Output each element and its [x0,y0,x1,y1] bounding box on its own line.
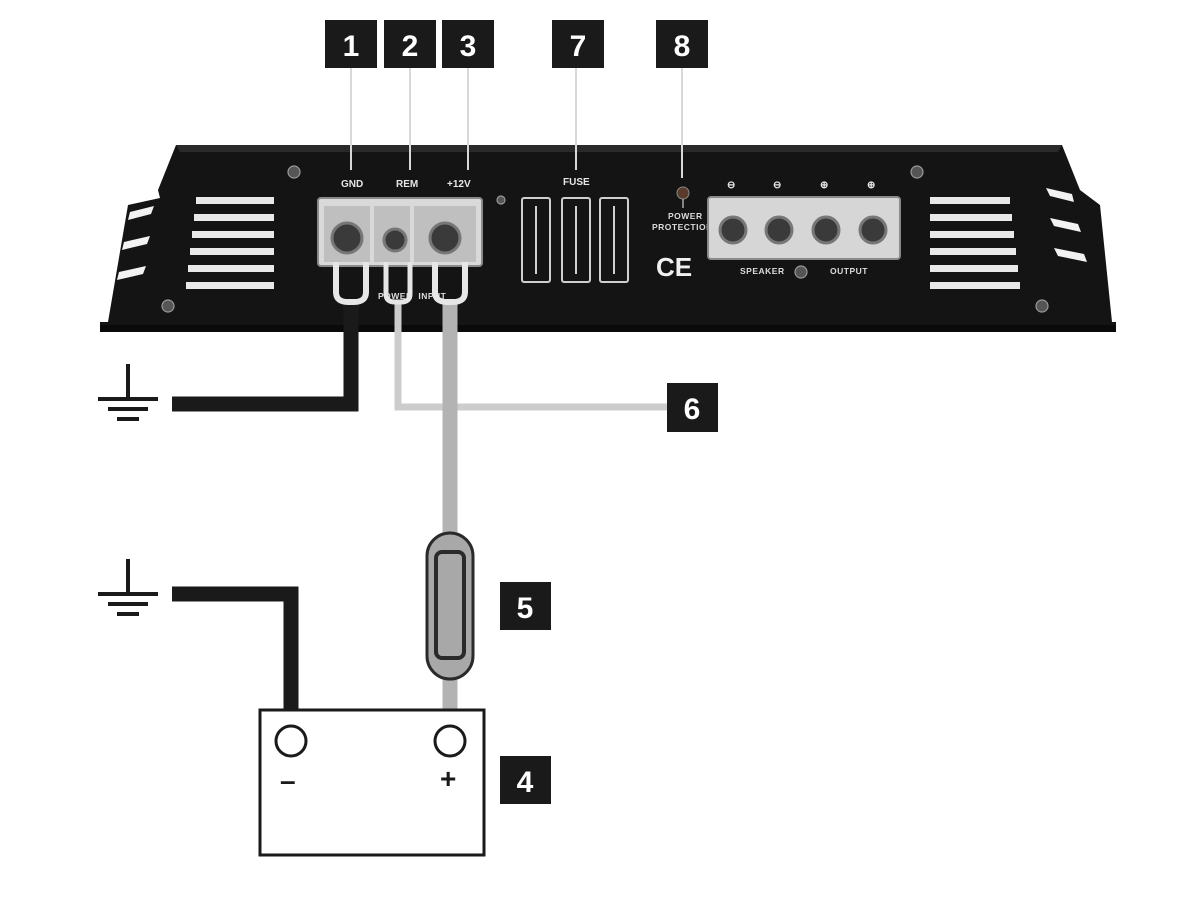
amp-ground-wire [172,262,369,412]
battery-plus-sign: + [440,763,456,794]
callout-4-label: 4 [517,766,534,799]
ground-symbol-icon [98,559,158,616]
callout-1-label: 1 [343,30,360,63]
callout-2: 2 [384,20,436,68]
amplifier: GND REM +12V FUSE POWER PROTECTION CE PO… [100,145,1116,332]
battery-negative-terminal [274,724,308,758]
onboard-fuses [521,197,629,283]
ground-symbol-icon [98,364,158,421]
speaker-terminal-screw [764,215,794,245]
speaker-label: SPEAKER [740,266,785,276]
led-icon [676,186,690,208]
callout-8-label: 8 [674,30,691,63]
gnd-terminal-screw [330,221,364,255]
fuse-icon [599,197,629,283]
plus12v-label: +12V [447,179,471,190]
remote-wire [383,262,667,411]
left-vent [186,197,274,289]
callout-2-label: 2 [402,30,419,63]
speaker-sign-4: ⊕ [867,180,875,191]
left-heatsink-fins [117,206,154,280]
power-protection-label-line1: POWER [668,211,703,221]
callout-5: 5 [500,582,551,630]
battery-minus-sign: – [280,765,296,796]
fuse-label: FUSE [563,177,590,188]
callout-3: 3 [442,20,494,68]
amplifier-chassis [100,145,1116,332]
gnd-label: GND [341,179,363,190]
speaker-terminal-screw [718,215,748,245]
callout-7-label: 7 [570,30,587,63]
power-protection-label-line2: PROTECTION [652,222,713,232]
chassis-screws [161,165,1049,313]
battery-ground-wire [172,586,299,730]
callout-5-label: 5 [517,592,534,625]
right-vent [930,197,1020,289]
battery: – + [258,708,486,857]
speaker-output-terminal-block: ⊖ ⊖ ⊕ ⊕ SPEAKER OUTPUT [707,180,901,276]
speaker-sign-2: ⊖ [773,180,781,191]
fuse-icon [561,197,591,283]
callout-4: 4 [500,756,551,804]
ce-mark: CE [656,252,692,282]
speaker-sign-1: ⊖ [727,180,735,191]
plus12v-terminal-screw [428,221,462,255]
speaker-terminal-screw [811,215,841,245]
callout-1: 1 [325,20,377,68]
callout-8: 8 [656,20,708,68]
callout-6-label: 6 [684,393,701,426]
inline-fuse-holder [425,531,475,681]
callout-6: 6 [667,383,718,432]
callout-7: 7 [552,20,604,68]
rem-terminal-screw [382,227,408,253]
rem-label: REM [396,179,418,190]
fuse-icon [521,197,551,283]
output-label: OUTPUT [830,266,868,276]
power-input-terminal-block: POWER INPUT [317,197,483,301]
speaker-sign-3: ⊕ [820,180,828,191]
callout-3-label: 3 [460,30,477,63]
battery-positive-terminal [433,724,467,758]
right-heatsink-fins [1046,188,1087,262]
speaker-terminal-screw [858,215,888,245]
